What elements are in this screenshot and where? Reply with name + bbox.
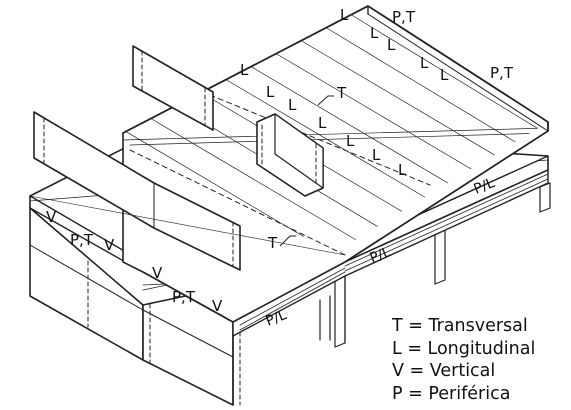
legend-longitudinal: L = Longitudinal <box>392 338 536 359</box>
legend-periferica: P = Periférica <box>392 383 511 404</box>
label-l-5: L <box>440 66 449 84</box>
upper-wall-left <box>33 111 241 271</box>
label-v-4: V <box>212 297 223 315</box>
label-v-1: V <box>46 208 57 226</box>
label-t-bottom: T <box>267 234 278 252</box>
legend: T = Transversal L = Longitudinal V = Ver… <box>392 315 535 405</box>
label-pt-wall-left: P,T <box>70 231 94 249</box>
label-pl-2: P/L <box>368 244 394 267</box>
upper-wall-middle <box>256 113 324 197</box>
label-l-2: L <box>370 24 379 42</box>
label-pt-right: P,T <box>490 64 514 82</box>
label-v-3: V <box>152 264 163 282</box>
label-pt-top: P,T <box>392 8 416 26</box>
legend-vertical: V = Vertical <box>392 361 496 381</box>
upper-wall-back <box>132 45 214 131</box>
label-l-8: L <box>288 96 297 114</box>
drawing-labels: P,T P,T P,T P,T L L L L L L L L L L L L … <box>46 6 514 330</box>
label-pl-1: P/L <box>264 307 290 330</box>
t-arrow-icons <box>279 95 334 247</box>
label-l-9: L <box>318 114 327 132</box>
label-t-top: T <box>336 84 347 102</box>
label-l-11: L <box>372 146 381 164</box>
label-l-3: L <box>387 36 396 54</box>
label-l-4: L <box>420 54 429 72</box>
legend-transversal: T = Transversal <box>392 316 528 336</box>
label-l-10: L <box>346 132 355 150</box>
label-l-7: L <box>266 83 275 101</box>
upper-floor-stripes <box>30 195 346 256</box>
label-v-2: V <box>104 236 115 254</box>
label-pl-3: P/L <box>472 175 498 198</box>
label-l-12: L <box>398 161 407 179</box>
label-pt-wall-right: P,T <box>172 288 196 306</box>
label-l-1: L <box>340 6 349 24</box>
label-l-6: L <box>240 61 249 79</box>
